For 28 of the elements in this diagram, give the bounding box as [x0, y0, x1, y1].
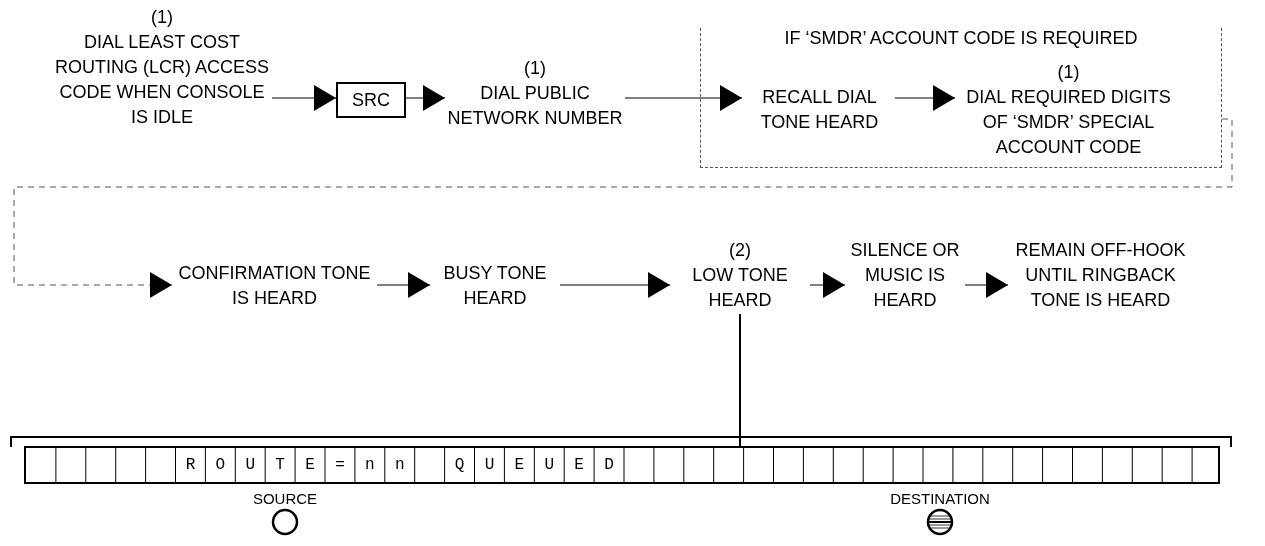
- step-text: SILENCE OR MUSIC IS HEARD: [849, 239, 961, 312]
- step-text: RECALL DIAL TONE HEARD: [759, 86, 880, 134]
- step-text: BUSY TONE HEARD: [442, 262, 548, 310]
- step-text: LOW TONE HEARD: [691, 264, 789, 312]
- arrow: [964, 272, 1009, 298]
- footnote-mark: (2): [728, 239, 752, 262]
- arrow: [405, 85, 446, 111]
- connector-line: [739, 313, 741, 447]
- key-button: SRC: [336, 82, 406, 118]
- step-text: REMAIN OFF-HOOK UNTIL RINGBACK TONE IS HEARD: [1014, 239, 1187, 312]
- arrow: [894, 85, 956, 111]
- step-text: DIAL REQUIRED DIGITS OF ‘SMDR’ SPECIAL ACCOUNT CODE: [965, 86, 1172, 159]
- step-text: CONFIRMATION TONE IS HEARD: [177, 262, 372, 310]
- footnote-mark: (1): [1056, 61, 1081, 84]
- step-text: DIAL LEAST COST ROUTING (LCR) ACCESS CODE WHEN CONSOLE IS IDLE: [54, 31, 270, 129]
- arrow: [624, 85, 743, 111]
- footnote-mark: (1): [150, 6, 174, 29]
- station-label: SOURCE: [252, 490, 318, 508]
- arrow: [13, 118, 1233, 298]
- footnote-mark: (1): [523, 57, 547, 80]
- arrow: [271, 85, 337, 111]
- arrow: [809, 272, 846, 298]
- arrow: [559, 272, 671, 298]
- group-title: IF ‘SMDR’ ACCOUNT CODE IS REQUIRED: [783, 27, 1139, 50]
- step-text: DIAL PUBLIC NETWORK NUMBER: [446, 82, 624, 130]
- condition-group: [700, 28, 1222, 168]
- station-label: DESTINATION: [890, 490, 990, 508]
- arrow: [376, 272, 431, 298]
